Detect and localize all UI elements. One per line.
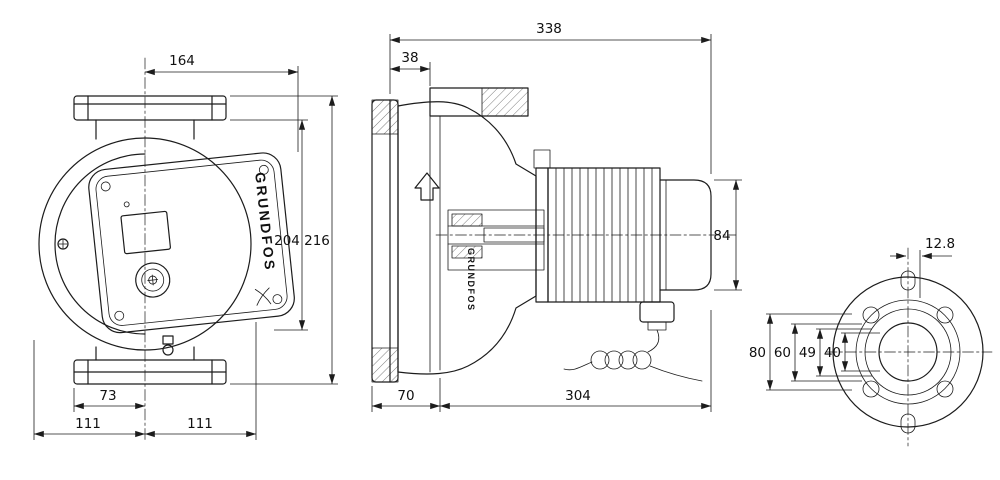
vent-plug (162, 335, 174, 356)
screw-icon (272, 294, 283, 305)
dim-338: 338 (389, 21, 712, 174)
side-view: GRUNDFOS (371, 87, 737, 383)
dim-80: 80 (749, 313, 852, 391)
control-panel: GRUNDFOS (88, 152, 295, 334)
bottom-flange (73, 346, 227, 385)
display-panel (120, 210, 171, 255)
control-knob (135, 262, 171, 298)
dim-49: 49 (799, 328, 872, 377)
dim-70-label: 70 (397, 388, 414, 404)
power-cable (563, 301, 703, 382)
pump-housing-side: GRUNDFOS (397, 87, 537, 375)
inlet-flange-plate (371, 99, 399, 383)
dim-216: 216 (230, 95, 338, 385)
motor (533, 149, 712, 303)
flange-outline (832, 276, 984, 428)
cooling-fins (555, 167, 653, 303)
dim-49-label: 49 (799, 345, 816, 361)
screw-icon (114, 310, 125, 321)
screw-icon (100, 181, 111, 192)
dim-84-label: 84 (713, 228, 730, 244)
dim-84: 84 (713, 179, 742, 291)
screw-icon (258, 164, 269, 175)
dim-73: 73 (73, 388, 146, 412)
clamp-bolt (533, 149, 551, 169)
dim-12-8-label: 12.8 (925, 236, 955, 252)
top-flange (73, 95, 227, 140)
terminal-box (639, 301, 675, 323)
flow-direction-arrow-icon (414, 172, 440, 201)
dim-70: 70 (371, 378, 441, 412)
coiled-cord (563, 350, 703, 382)
dim-164: 164 (144, 53, 299, 152)
dim-40: 40 (824, 332, 880, 372)
dim-204-label: 204 (274, 233, 300, 249)
dim-60: 60 (774, 323, 862, 382)
dim-38-label: 38 (401, 50, 418, 66)
dim-338-label: 338 (536, 21, 562, 37)
dim-12-8: 12.8 (890, 236, 955, 298)
dim-38: 38 (389, 50, 431, 86)
port-bore (878, 322, 938, 382)
status-led-icon (123, 201, 130, 208)
dim-111-left: 111 (33, 340, 146, 440)
impeller-section (447, 209, 545, 271)
brand-text-side: GRUNDFOS (466, 248, 476, 312)
flange-slots (900, 270, 916, 434)
dim-304: 304 (439, 310, 712, 412)
dim-111-right: 111 (144, 322, 257, 440)
dim-111-right-label: 111 (187, 416, 213, 432)
dim-111-left-label: 111 (75, 416, 101, 432)
grundfos-mark-icon (254, 287, 272, 306)
dim-40-label: 40 (824, 345, 841, 361)
motor-end-cap (659, 179, 712, 291)
dim-304-label: 304 (565, 388, 591, 404)
brand-text-front: GRUNDFOS (252, 171, 278, 272)
dim-204: 204 (230, 119, 308, 331)
dimension-annotations: 338 38 164 216 204 84 (33, 21, 955, 440)
dim-164-label: 164 (169, 53, 195, 69)
dim-73-label: 73 (99, 388, 116, 404)
bolt-holes (862, 306, 954, 398)
dim-216-label: 216 (304, 233, 330, 249)
dim-80-label: 80 (749, 345, 766, 361)
dim-60-label: 60 (774, 345, 791, 361)
port-view (825, 247, 993, 447)
